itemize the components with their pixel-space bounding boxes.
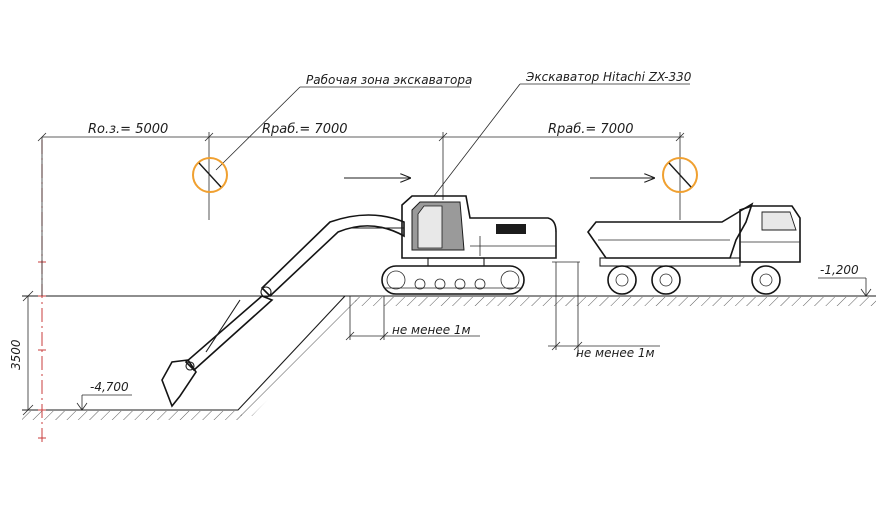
pit-slope-hatching: [236, 300, 362, 416]
dump-truck: [587, 202, 801, 295]
level-label-bottom: -4,700: [90, 380, 129, 394]
ground-hatching-top: [355, 297, 876, 306]
no-entry-sign-icon: [662, 157, 698, 193]
truck-wheels: [607, 265, 781, 295]
level-label-top: -1,200: [820, 263, 859, 277]
radius-label-roz: Rо.з.= 5000: [88, 122, 168, 137]
boom: [260, 214, 405, 298]
level-marker-top: -1,200: [818, 263, 872, 297]
min-distance-dimension-1: не менее 1м: [345, 296, 480, 341]
no-entry-sign-icon: [192, 157, 228, 193]
depth-label: 3500: [9, 339, 23, 370]
callouts: Рабочая зона экскаватора Экскаватор Hita…: [215, 70, 692, 197]
radius-dimensions: Rо.з.= 5000 Rраб.= 7000 Rраб.= 7000: [37, 122, 685, 296]
min-distance-dimension-2: не менее 1м: [548, 261, 660, 360]
radius-label-rrab-left: Rраб.= 7000: [262, 122, 348, 137]
bucket: [161, 359, 197, 408]
work-zone-label: Рабочая зона экскаватора: [306, 73, 472, 87]
truck-body: [587, 202, 754, 259]
pit-slope-line: [22, 295, 346, 411]
min-distance-label-1: не менее 1м: [392, 323, 471, 337]
track-rollers: [386, 270, 520, 290]
truck-cab: [739, 205, 801, 263]
excavator-arm: [161, 214, 405, 408]
min-distance-label-2: не менее 1м: [576, 346, 655, 360]
excavator: [381, 195, 557, 295]
ground: [22, 140, 876, 445]
excavator-label: Экскаватор Hitachi ZX-330: [525, 70, 692, 84]
depth-dimension: 3500: [9, 290, 34, 416]
level-marker-bottom: -4,700: [76, 380, 132, 411]
ground-hatching-bottom: [22, 411, 242, 420]
radius-label-rrab-right: Rраб.= 7000: [548, 122, 634, 137]
stick: [184, 295, 274, 372]
